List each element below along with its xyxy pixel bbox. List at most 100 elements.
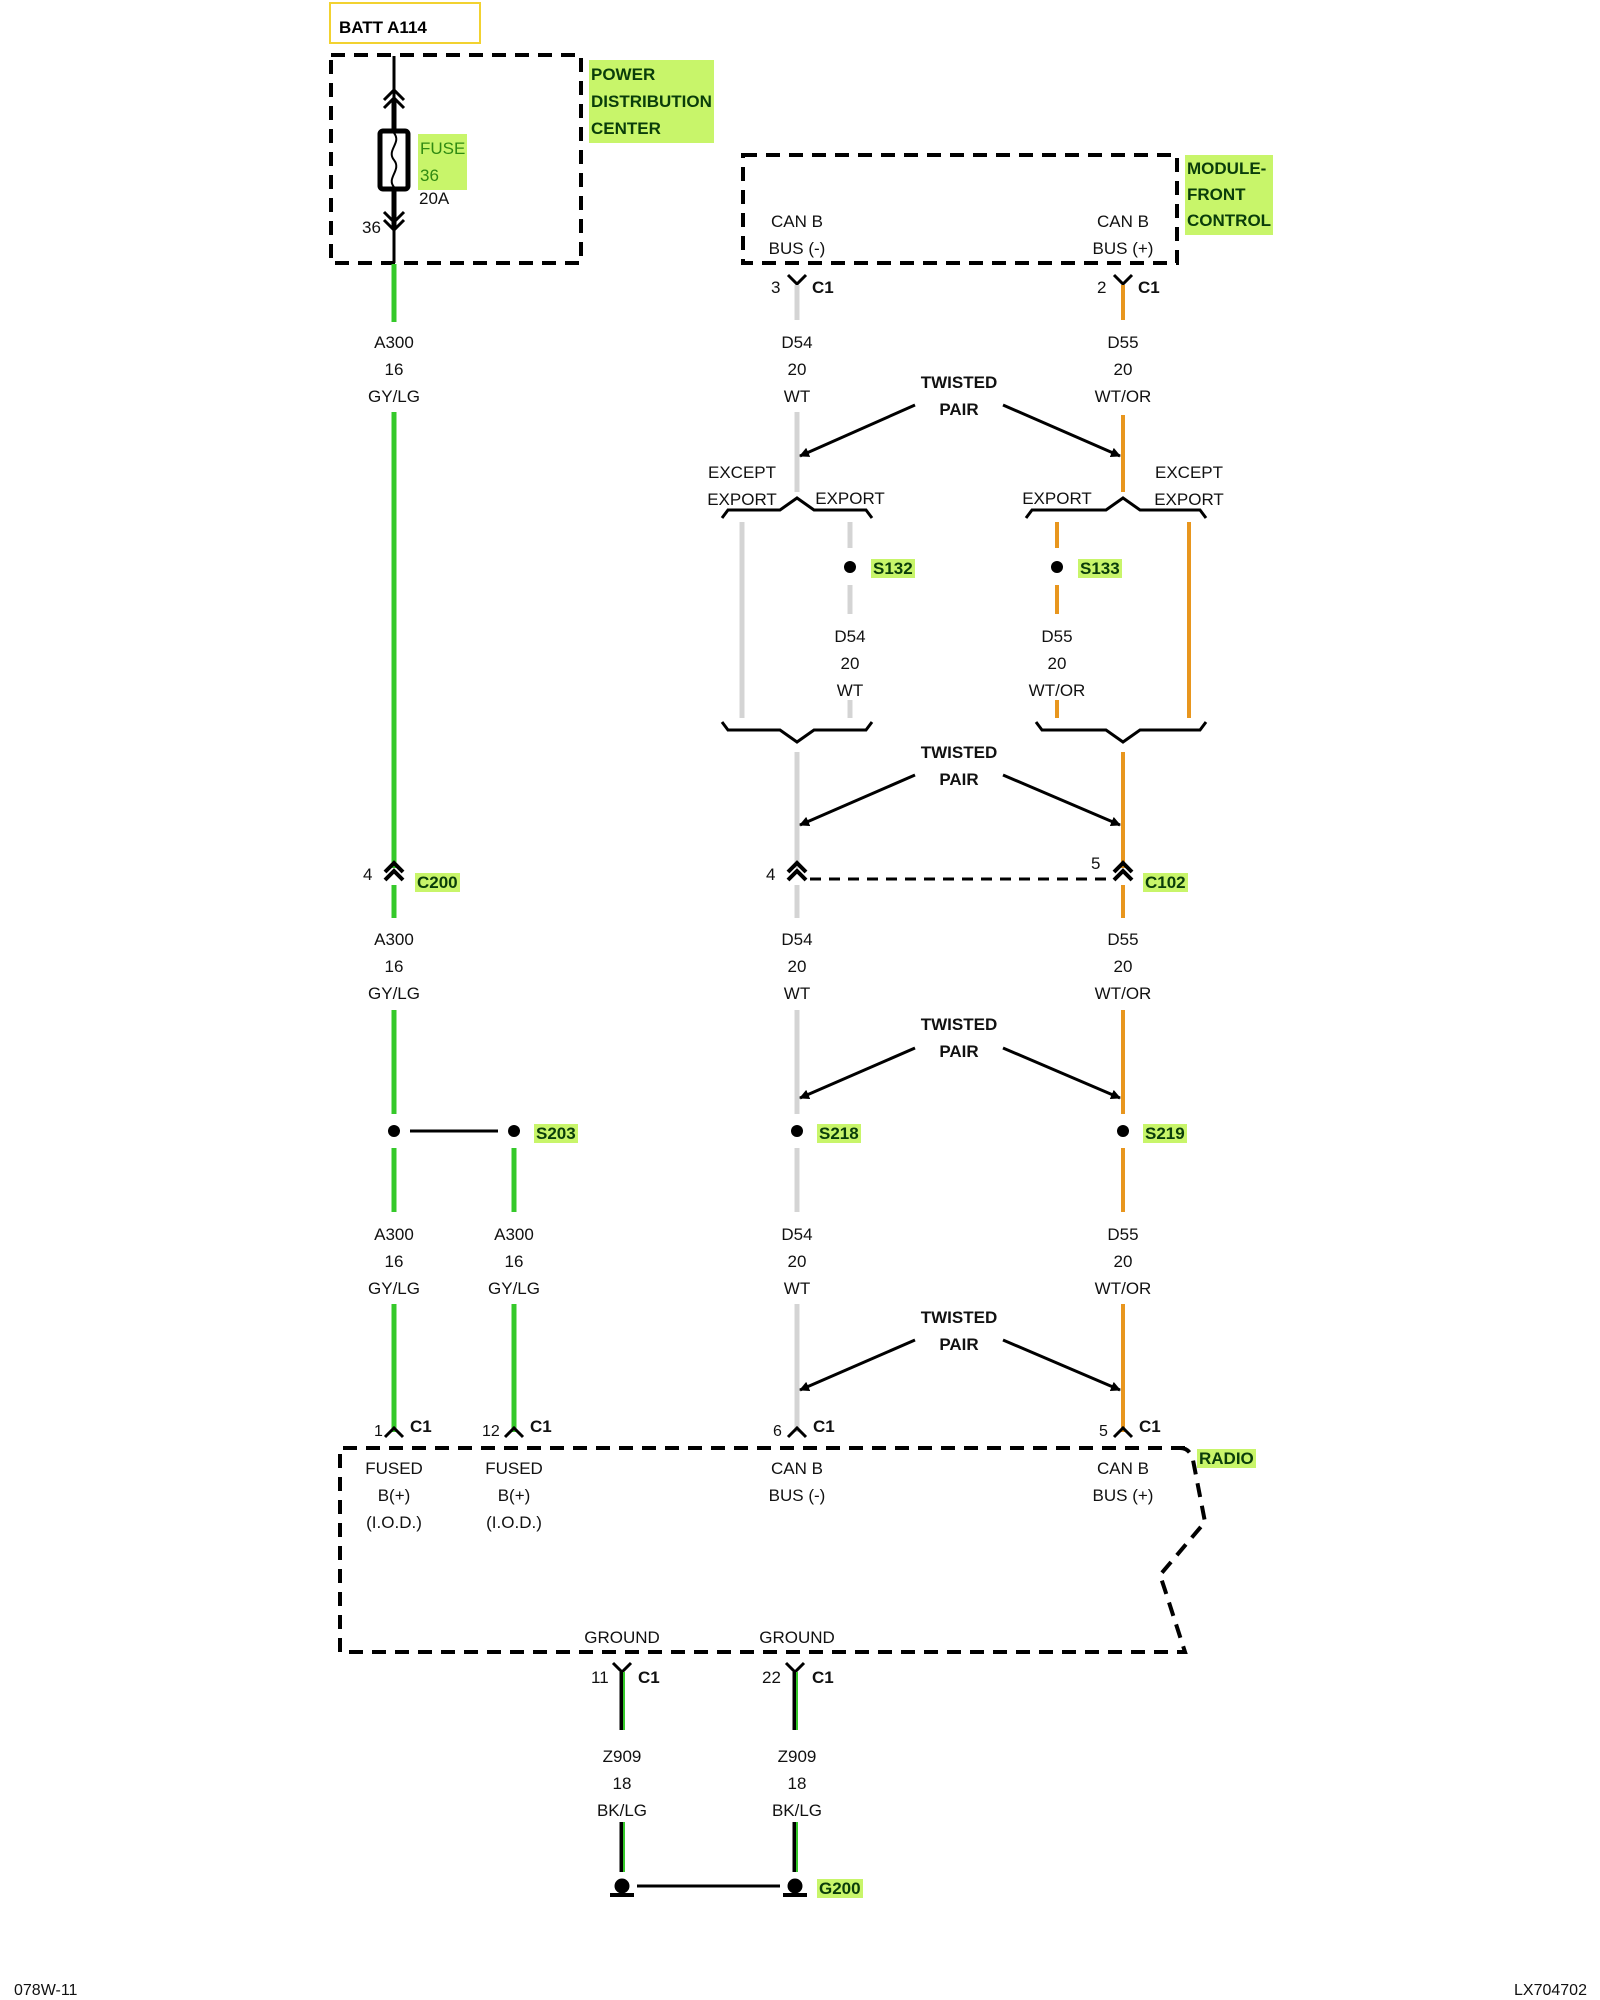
pin-label: CAN B: [1097, 1459, 1149, 1478]
wire-gauge: 16: [504, 1252, 524, 1271]
twisted-pair-arrows-4: [799, 1338, 1121, 1392]
radio-pin5-connector-icon: [1112, 1425, 1134, 1439]
option-except-export-d54: EXCEPT EXPORT: [707, 459, 777, 513]
pin-label: CAN B: [771, 1459, 823, 1478]
wire-label-a300-1: A300 16 GY/LG: [368, 329, 420, 410]
pin-label: B(+): [377, 1486, 411, 1505]
fuse-rating: 20A: [419, 189, 450, 208]
wire-d55: [1055, 285, 1191, 1432]
pin-label: B(+): [497, 1486, 531, 1505]
radio-box: [338, 1446, 1208, 1654]
option-text: EXCEPT: [707, 463, 777, 482]
twisted-pair-label-2: TWISTED PAIR: [921, 739, 998, 793]
option-text: EXPORT: [707, 490, 777, 509]
wire-z909: [619, 1672, 798, 1872]
pdc-box: [329, 53, 583, 265]
radio-pin12-number: 12: [482, 1423, 500, 1440]
wire-label-a300-3: A300 16 GY/LG: [368, 1221, 420, 1302]
wire-gauge: 16: [384, 360, 404, 379]
radio-pin12-connector: C1: [530, 1417, 552, 1436]
pdc-name-line: DISTRIBUTION: [591, 92, 712, 111]
radio-pin11-number: 11: [591, 1668, 609, 1687]
wire-color: WT: [783, 984, 811, 1003]
wire-color: WT: [783, 1279, 811, 1298]
pdc-name-line: CENTER: [591, 119, 661, 138]
pin-label: FUSED: [365, 1459, 423, 1478]
splice-s132-label: S132: [871, 559, 915, 578]
radio-pin6-connector-icon: [786, 1425, 808, 1439]
fcm-name-line: MODULE-: [1187, 159, 1267, 178]
fcm-name: MODULE- FRONT CONTROL: [1185, 155, 1274, 235]
wire-color: WT: [783, 387, 811, 406]
splice-s132: [844, 561, 856, 573]
radio-pin12-connector-icon: [503, 1425, 525, 1439]
wire-color: WT/OR: [1094, 984, 1152, 1003]
wire-gauge: 20: [787, 957, 807, 976]
wire-gauge: 20: [1047, 654, 1067, 673]
twisted-pair-label-3: TWISTED PAIR: [921, 1011, 998, 1065]
wire-gauge: 20: [1113, 957, 1133, 976]
wire-color: WT/OR: [1094, 1279, 1152, 1298]
wire-label-d55-export: D55 20 WT/OR: [1029, 623, 1086, 704]
radio-pin5-number: 5: [1099, 1423, 1108, 1440]
wire-label-a300-2: A300 16 GY/LG: [368, 926, 420, 1007]
radio-pin22-connector: C1: [812, 1668, 834, 1687]
pdc-name: POWER DISTRIBUTION CENTER: [589, 60, 714, 143]
radio-pin1-label: FUSED B(+) (I.O.D.): [365, 1455, 423, 1536]
splice-s218: [791, 1125, 803, 1137]
wire-gauge: 20: [1113, 1252, 1133, 1271]
twisted-pair-text: PAIR: [939, 770, 979, 789]
pin-label: BUS (+): [1092, 239, 1154, 258]
radio-pin11-connector-icon: [611, 1661, 633, 1675]
c102-d55-connector-icon: [1112, 860, 1134, 882]
twisted-pair-text: TWISTED: [920, 1015, 998, 1034]
fcm-pin-can-minus: CAN B BUS (-): [769, 208, 826, 262]
twisted-pair-text: TWISTED: [920, 373, 998, 392]
wire-color: GY/LG: [368, 1279, 420, 1298]
fcm-pin3-number: 3: [771, 278, 781, 297]
c102-label: C102: [1143, 873, 1188, 892]
splice-s219-label: S219: [1143, 1124, 1187, 1143]
wire-color: BK/LG: [596, 1801, 648, 1820]
pin-label: BUS (-): [768, 239, 826, 258]
wire-circuit: D55: [1041, 627, 1073, 646]
fcm-pin3-connector-icon: [786, 273, 808, 287]
radio-pin11-connector: C1: [638, 1668, 660, 1687]
wire-label-d55-1: D55 20 WT/OR: [1095, 329, 1152, 410]
wire-label-d54-2: D54 20 WT: [781, 926, 812, 1007]
ground-g200-icon: [610, 1878, 807, 1897]
twisted-pair-label-1: TWISTED PAIR: [921, 369, 998, 423]
ground-g200-label: G200: [817, 1879, 863, 1898]
radio-pin5-label: CAN B BUS (+): [1093, 1455, 1154, 1509]
c102-d54-connector-icon: [786, 860, 808, 882]
pin-label: CAN B: [1097, 212, 1149, 231]
radio-pin1-number: 1: [374, 1423, 383, 1440]
splice-s203-label: S203: [534, 1124, 578, 1143]
pdc-name-line: POWER: [591, 65, 656, 84]
footer-drawing-id: LX704702: [1514, 1982, 1587, 1999]
wire-color: WT/OR: [1094, 387, 1152, 406]
option-brace-d54-top: [720, 496, 874, 519]
wire-gauge: 20: [1113, 360, 1133, 379]
wire-circuit: D54: [781, 333, 813, 352]
option-brace-d55-top: [1024, 496, 1208, 519]
fcm-pin2-connector: C1: [1138, 278, 1160, 297]
option-text: EXPORT: [1154, 490, 1224, 509]
wire-color: GY/LG: [488, 1279, 540, 1298]
splice-s203-b: [508, 1125, 520, 1137]
wire-gauge: 16: [384, 957, 404, 976]
twisted-pair-text: TWISTED: [920, 1308, 998, 1327]
twisted-pair-text: PAIR: [939, 1042, 979, 1061]
radio-name: RADIO: [1197, 1449, 1256, 1468]
fuse-cavity: 36: [362, 218, 381, 237]
wire-circuit: D54: [834, 627, 866, 646]
option-brace-d55-bottom: [1034, 721, 1208, 744]
wire-color: GY/LG: [368, 984, 420, 1003]
twisted-pair-text: TWISTED: [920, 743, 998, 762]
wire-color: WT/OR: [1028, 681, 1086, 700]
radio-pin1-connector-icon: [383, 1425, 405, 1439]
wire-circuit: D55: [1107, 930, 1139, 949]
pin-label: BUS (-): [768, 1486, 826, 1505]
wire-color: BK/LG: [771, 1801, 823, 1820]
